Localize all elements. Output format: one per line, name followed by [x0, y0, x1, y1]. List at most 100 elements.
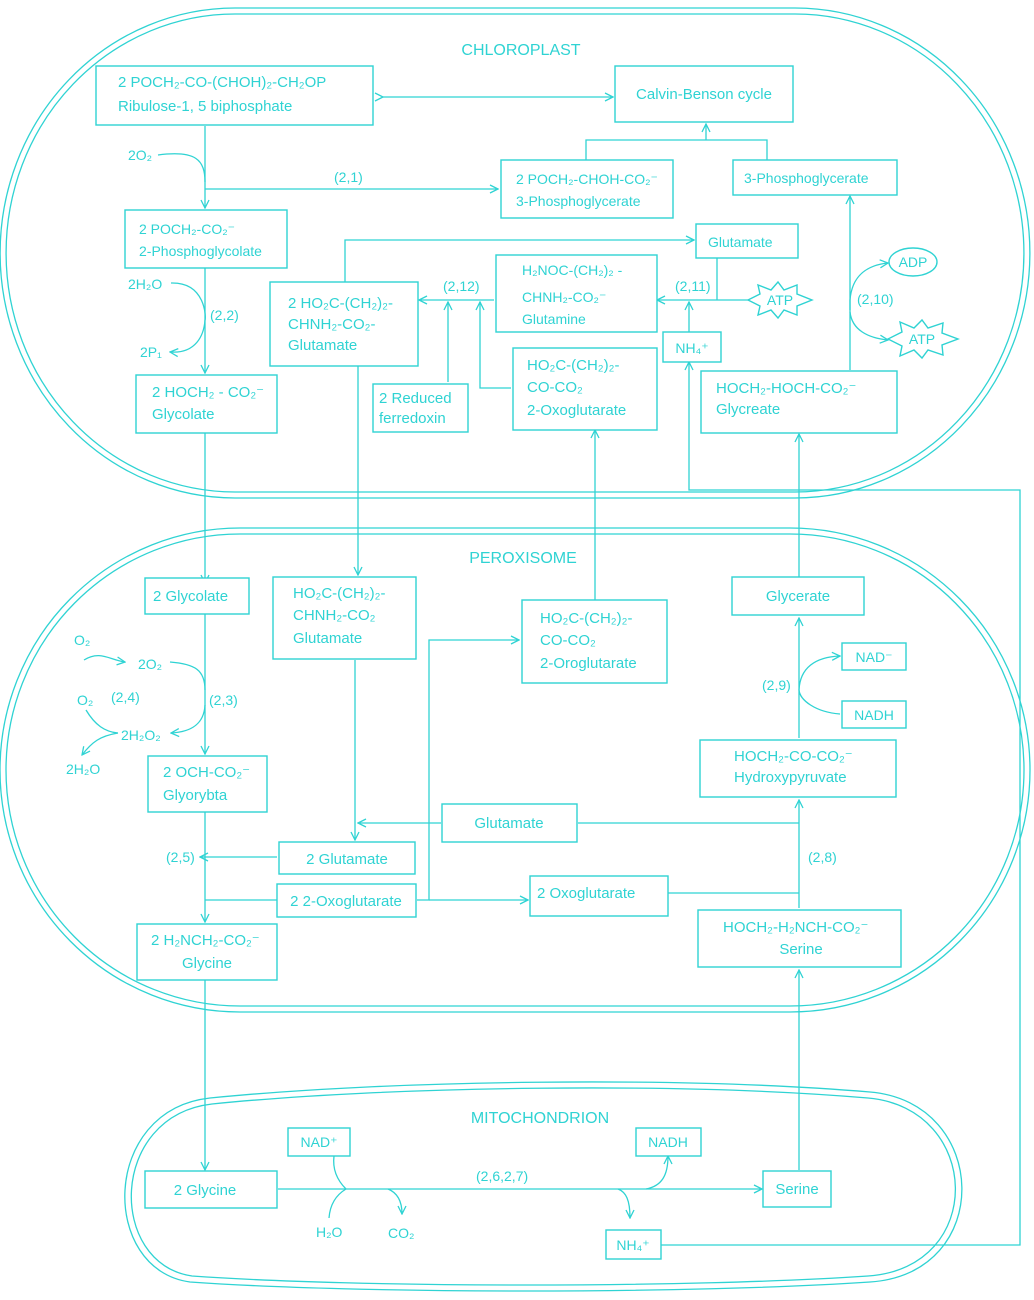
oxoglutarate-formula-1: HO₂C-(CH₂)₂-: [527, 357, 619, 374]
hydroxypyruvate-formula: HOCH₂-CO-CO₂⁻: [734, 748, 853, 765]
oxoglutarate-chloroplast-box: [512, 347, 658, 431]
3-phosphoglycerate-box: [732, 159, 898, 196]
o2-input-label: 2O₂: [128, 147, 152, 163]
step-2-6-2-7-label: (2,6,2,7): [476, 1168, 528, 1184]
nadh-perox-label: NADH: [854, 707, 894, 723]
nadh-perox-box: [841, 700, 907, 729]
step-2-11-label: (2,11): [675, 278, 711, 294]
phosphoglycolate-name: 2-Phosphoglycolate: [139, 243, 262, 259]
glutamate-mid-box: [441, 803, 578, 843]
phosphoglycolate-formula: 2 POCH₂-CO₂⁻: [139, 221, 235, 237]
glutamate-chloro-formula-1: 2 HO₂C-(CH₂)₂-: [288, 295, 393, 312]
phosphoglycolate-box: [124, 209, 288, 269]
step-2-4-label: (2,4): [111, 689, 140, 705]
h2o2-label: 2H₂O₂: [121, 727, 161, 743]
glutamate-mid-label: Glutamate: [474, 815, 543, 832]
glycerate-chloro-name: Glycreate: [716, 401, 780, 418]
glutamine-box: [495, 254, 658, 333]
serine-name: Serine: [779, 941, 822, 958]
glyoxylate-formula: 2 OCH-CO₂⁻: [163, 764, 250, 781]
glycerate-chloroplast-box: [700, 370, 898, 434]
two-glutamate-label: 2 Glutamate: [306, 851, 388, 868]
o2-label-b: 2O₂: [138, 656, 162, 672]
two-2-oxoglutarate-label: 2 2-Oxoglutarate: [290, 893, 402, 910]
nad-plus-box: [287, 1127, 351, 1157]
atp-label-1: ATP: [767, 292, 793, 308]
two-oxoglutarate-box: [529, 875, 669, 917]
oroglutarate-formula-2: CO-CO₂: [540, 632, 596, 649]
step-2-12-label: (2,12): [443, 278, 480, 294]
glutamate-top-box: [695, 223, 799, 259]
two-glutamate-box: [278, 841, 416, 875]
glycerate-perox-label: Glycerate: [766, 588, 830, 605]
glycerate-peroxisome-box: [731, 576, 865, 616]
glycine-mito-label: 2 Glycine: [174, 1182, 237, 1199]
glutamine-formula-2: CHNH₂-CO₂⁻: [522, 289, 606, 305]
adp-ellipse: [888, 247, 938, 277]
pg-formula: 2 POCH₂-CHOH-CO₂⁻: [516, 171, 658, 187]
atp-burst-1: ATP: [746, 280, 814, 320]
glycolate-perox-label: 2 Glycolate: [153, 588, 228, 605]
step-2-3-label: (2,3): [209, 692, 238, 708]
pi-output-label: 2P₁: [140, 344, 162, 360]
nadh-mito-box: [635, 1127, 702, 1157]
step-2-8-label: (2,8): [808, 849, 837, 865]
peroxisome-membrane: [0, 527, 1031, 1013]
pg3-label: 3-Phosphoglycerate: [744, 170, 869, 186]
step-2-1-label: (2,1): [334, 169, 363, 185]
mitochondrion-title: MITOCHONDRION: [471, 1110, 609, 1127]
glutamate-top-label: Glutamate: [708, 234, 773, 250]
calvin-benson-label: Calvin-Benson cycle: [636, 86, 772, 103]
step-2-10-label: (2,10): [857, 291, 894, 307]
glutamate-chloro-formula-2: CHNH₂-CO₂-: [288, 316, 375, 333]
h2o-input-label: 2H₂O: [128, 276, 162, 292]
serine-peroxisome-box: [697, 909, 902, 968]
glycolate-chloroplast-box: [135, 374, 278, 434]
ferredoxin-label-2: ferredoxin: [379, 410, 446, 427]
nh4-chloroplast-label: NH₄⁺: [675, 340, 708, 356]
oxoglutarate-formula-2: CO-CO₂: [527, 379, 583, 396]
glycine-formula: 2 H₂NCH₂-CO₂⁻: [151, 932, 260, 949]
mitochondrion-membrane: [124, 1081, 963, 1292]
glycine-mito-box: [144, 1170, 278, 1209]
glyoxylate-box: [147, 755, 268, 813]
atp-burst-2: ATP: [886, 318, 960, 360]
oroglutarate-name: 2-Oroglutarate: [540, 655, 637, 672]
glutamate-perox-name: Glutamate: [293, 630, 362, 647]
step-2-9-label: (2,9): [762, 677, 791, 693]
ferredoxin-label-1: 2 Reduced: [379, 390, 452, 407]
hydroxypyruvate-name: Hydroxypyruvate: [734, 769, 847, 786]
step-2-2-label: (2,2): [210, 307, 239, 323]
o2-label-a: O₂: [74, 632, 90, 648]
glycine-peroxisome-box: [136, 923, 278, 981]
chloroplast-membrane: [0, 7, 1031, 499]
glutamate-perox-formula-2: CHNH₂-CO₂: [293, 607, 376, 624]
serine-mito-box: [762, 1170, 832, 1208]
co2-mito-label: CO₂: [388, 1225, 414, 1241]
pg-name: 3-Phosphoglycerate: [516, 193, 641, 209]
calvin-benson-box: [614, 65, 794, 123]
glutamate-peroxisome-box: [272, 576, 417, 660]
glyoxylate-name: Glyorybta: [163, 787, 228, 804]
oroglutarate-box: [521, 599, 668, 684]
oxoglutarate-name: 2-Oxoglutarate: [527, 402, 626, 419]
phosphoglycerate-formula-box: [500, 159, 674, 219]
nh4-mito-box: [605, 1229, 662, 1260]
two-oxoglutarate-label: 2 Oxoglutarate: [537, 885, 635, 902]
adp-label: ADP: [899, 254, 928, 270]
glutamate-chloroplast-box: [269, 281, 419, 367]
pathway-arrows: [82, 97, 1021, 1246]
h2o-mito-label: H₂O: [316, 1224, 343, 1240]
peroxisome-title: PEROXISOME: [469, 550, 577, 567]
atp-label-2: ATP: [909, 331, 935, 347]
nad-plus-label: NAD⁺: [301, 1134, 338, 1150]
chloroplast-title: CHLOROPLAST: [461, 42, 580, 59]
nh4-mito-label: NH₄⁺: [616, 1237, 649, 1253]
nad-minus-box: [841, 642, 907, 671]
hydroxypyruvate-box: [699, 739, 897, 798]
glutamate-chloro-name: Glutamate: [288, 337, 357, 354]
glycolate-formula: 2 HOCH₂ - CO₂⁻: [152, 384, 264, 401]
glutamate-perox-formula-1: HO₂C-(CH₂)₂-: [293, 585, 385, 602]
nad-minus-label: NAD⁻: [856, 649, 893, 665]
